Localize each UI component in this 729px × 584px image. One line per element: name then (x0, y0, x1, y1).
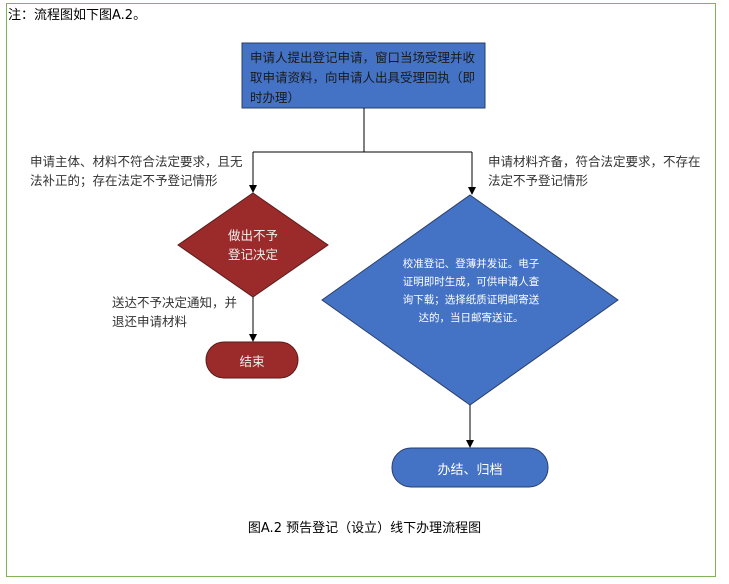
caption: 图A.2 预告登记（设立）线下办理流程图 (247, 521, 482, 536)
reject-decision-text: 做出不予登记决定 (227, 228, 278, 262)
end-approve-pill (391, 447, 549, 488)
approve-decision-text: 校准登记、登薄并发证。电子证明即时生成，可供申请人查询下载；选择纸质证明邮寄送达… (402, 258, 540, 324)
connector-line (253, 108, 472, 153)
right-condition: 申请材料齐备，符合法定要求，不存在法定不予登记情形 (488, 154, 701, 188)
start-text: 申请人提出登记申请，窗口当场受理并收取申请资料，向申请人出具受理回执（即时办理） (250, 50, 476, 105)
note-text: 注：流程图如下图A.2。 (8, 8, 147, 23)
left-condition: 申请主体、材料不符合法定要求，且无法补正的；存在法定不予登记情形 (30, 154, 243, 188)
end-reject-text: 结束 (239, 354, 265, 369)
reject-action: 送达不予决定通知，并退还申请材料 (112, 295, 238, 329)
end-approve-text: 办结、归档 (437, 463, 503, 478)
frame-border (6, 3, 716, 577)
start-box (241, 42, 486, 109)
end-reject-pill (205, 341, 299, 379)
